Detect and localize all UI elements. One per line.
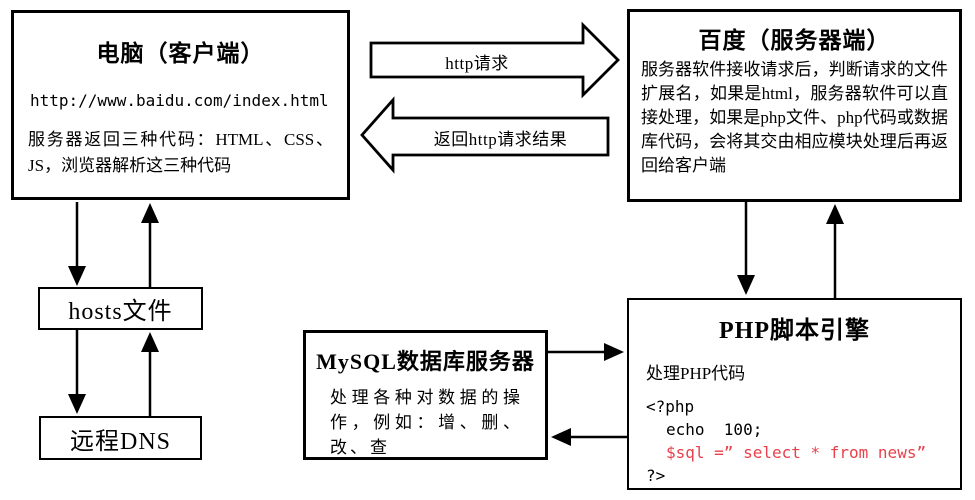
client-box-title: 电脑（客户端） — [96, 41, 265, 66]
dns-to-hosts-arrow — [141, 332, 159, 416]
remote-dns-box: 远程DNS — [39, 416, 202, 460]
hosts-to-dns-arrow — [68, 330, 86, 414]
php-code-open-tag: <?php — [646, 397, 695, 416]
mysql-box-body: 处理各种对数据的操作，例如：增、删、改、查 — [330, 388, 523, 457]
php-code-close-tag: ?> — [646, 466, 666, 485]
server-box: 百度（服务器端） 服务器软件接收请求后，判断请求的文件扩展名，如果是html，服… — [627, 9, 962, 202]
php-code-block: <?php echo 100; $sql =” select * from ne… — [629, 395, 960, 487]
php-to-mysql-arrow — [551, 428, 627, 446]
client-to-hosts-arrow — [68, 202, 86, 286]
php-to-server-arrow — [826, 204, 844, 298]
php-code-sql-line: $sql =” select * from news” — [666, 443, 927, 462]
php-box-subtitle: 处理PHP代码 — [646, 364, 746, 383]
php-code-echo-line: echo 100; — [666, 420, 763, 439]
hosts-file-label: hosts文件 — [68, 299, 173, 325]
server-to-php-arrow — [737, 202, 755, 295]
hosts-to-client-arrow — [141, 203, 159, 287]
php-box-title: PHP脚本引擎 — [719, 318, 870, 344]
client-url-text: http://www.baidu.com/index.html — [30, 91, 329, 110]
hosts-file-box: hosts文件 — [38, 287, 203, 330]
mysql-box-title: MySQL数据库服务器 — [316, 349, 535, 374]
remote-dns-label: 远程DNS — [69, 428, 171, 455]
client-box-body: 服务器返回三种代码：HTML、CSS、JS，浏览器解析这三种代码 — [28, 130, 333, 175]
mysql-box: MySQL数据库服务器 处理各种对数据的操作，例如：增、删、改、查 — [303, 330, 548, 460]
server-box-title: 百度（服务器端） — [698, 28, 891, 53]
http-response-block-arrow — [360, 96, 610, 174]
http-response-label: 返回http请求结果 — [433, 130, 568, 149]
client-box: 电脑（客户端） http://www.baidu.com/index.html … — [11, 10, 350, 200]
mysql-to-php-arrow — [548, 343, 624, 361]
server-box-body: 服务器软件接收请求后，判断请求的文件扩展名，如果是html，服务器软件可以直接处… — [641, 60, 948, 175]
http-request-block-arrow — [369, 21, 620, 99]
php-engine-box: PHP脚本引擎 处理PHP代码 <?php echo 100; $sql =” … — [627, 298, 962, 490]
http-request-label: http请求 — [445, 54, 509, 73]
